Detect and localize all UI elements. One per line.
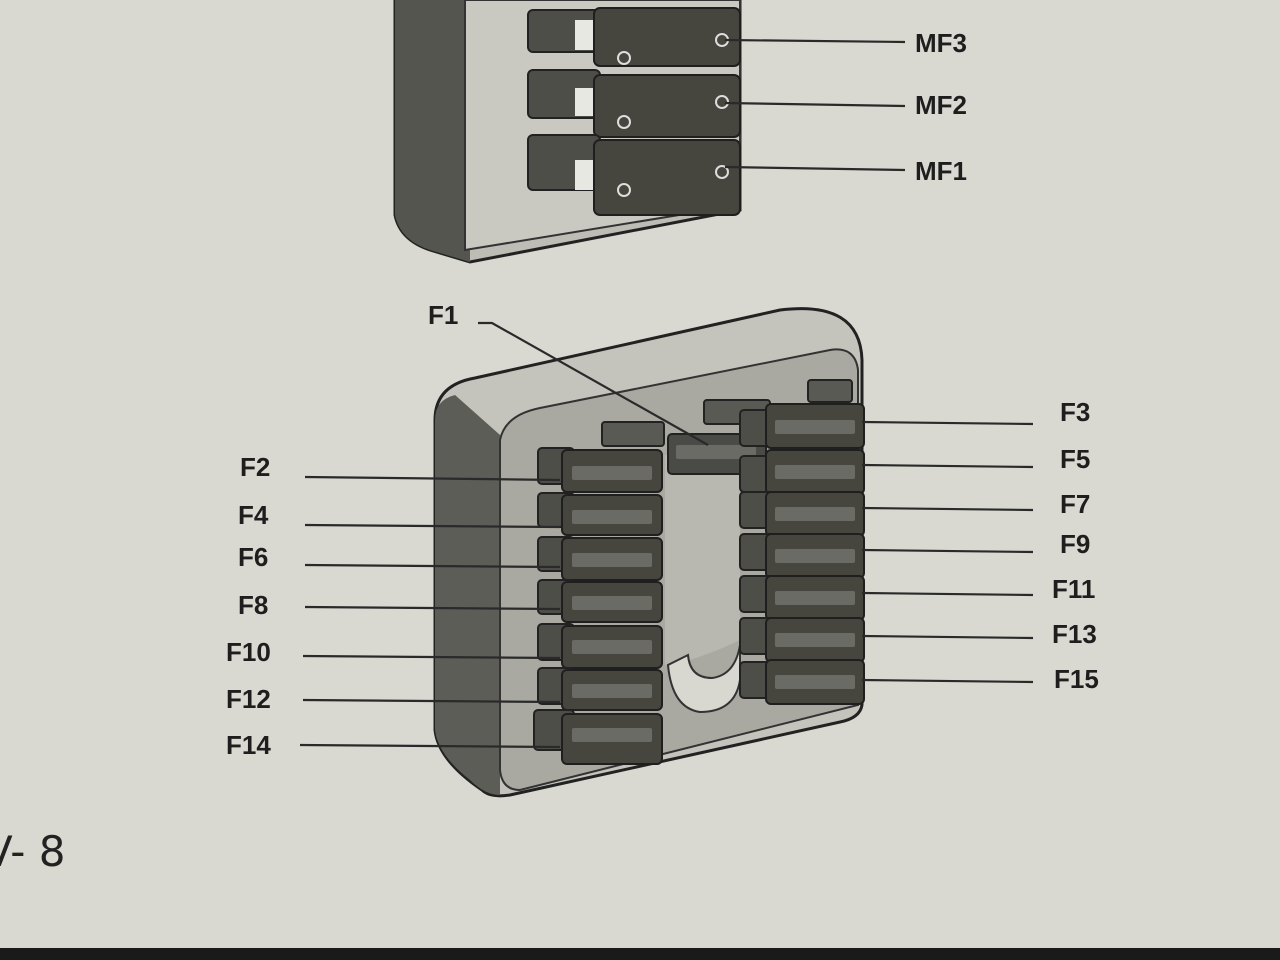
fuse-f8 (537, 579, 663, 623)
label-f2: F2 (240, 452, 270, 482)
leader-mf3 (724, 38, 906, 44)
leader-f1 (478, 321, 709, 446)
maxi-fuse-mf3 (527, 7, 741, 67)
leader-f12 (302, 698, 561, 704)
fuse-f10 (537, 623, 663, 669)
fuse-f2 (537, 447, 663, 493)
leader-f6 (304, 563, 561, 569)
label-f4: F4 (238, 500, 269, 530)
label-f7: F7 (1060, 489, 1090, 519)
leader-f9 (861, 548, 1034, 554)
fuse-f9 (739, 533, 865, 579)
fuse-f14 (533, 709, 663, 765)
fuse-f3 (739, 403, 865, 449)
right-fuse-column (739, 403, 865, 705)
fuse-f11 (739, 575, 865, 621)
fuse-f1-window (676, 445, 756, 459)
fuse-f4 (537, 492, 663, 536)
label-f13: F13 (1052, 619, 1097, 649)
page-bottom-edge (0, 948, 1280, 960)
page-number: V- 8 (0, 827, 66, 876)
label-f12: F12 (226, 684, 271, 714)
cable-clip (666, 644, 741, 714)
leader-f5 (861, 463, 1034, 469)
fuse-top-left (601, 421, 665, 447)
leader-f4 (304, 523, 561, 529)
maxi-fuse-mf1 (527, 134, 741, 216)
fuse-f5 (739, 449, 865, 495)
fuse-f6 (537, 536, 663, 581)
leader-f10 (302, 654, 561, 660)
label-mf2: MF2 (915, 90, 967, 120)
label-f1: F1 (428, 300, 458, 330)
maxi-fuse-box (393, 0, 742, 264)
label-f8: F8 (238, 590, 268, 620)
label-f14: F14 (226, 730, 271, 760)
blade-fuse-box (433, 307, 865, 798)
left-fuse-column (533, 447, 663, 765)
fuse-f12 (537, 667, 663, 711)
leader-f11 (861, 591, 1034, 597)
fuse-f13 (739, 617, 865, 663)
label-f10: F10 (226, 637, 271, 667)
leader-f7 (861, 506, 1034, 512)
fuse-top-right (807, 379, 853, 403)
leader-f14 (299, 743, 561, 749)
blade-fuse-box-center (665, 440, 740, 665)
label-mf3: MF3 (915, 28, 967, 58)
blade-fuse-box-side (435, 395, 500, 795)
label-mf1: MF1 (915, 156, 967, 186)
label-f15: F15 (1054, 664, 1099, 694)
maxi-fuse-box-shadow (395, 0, 470, 262)
label-f5: F5 (1060, 444, 1090, 474)
label-f6: F6 (238, 542, 268, 572)
label-f9: F9 (1060, 529, 1090, 559)
leader-f13 (861, 634, 1034, 640)
label-f11: F11 (1052, 574, 1095, 604)
fuse-f15 (739, 659, 865, 705)
leader-mf1 (724, 165, 906, 172)
leader-f3 (861, 420, 1034, 426)
label-f3: F3 (1060, 397, 1090, 427)
leader-mf2 (724, 101, 906, 108)
leader-f8 (304, 605, 561, 611)
maxi-fuse-mf2 (527, 69, 741, 138)
leader-f2 (304, 475, 561, 482)
leader-f15 (861, 678, 1034, 684)
